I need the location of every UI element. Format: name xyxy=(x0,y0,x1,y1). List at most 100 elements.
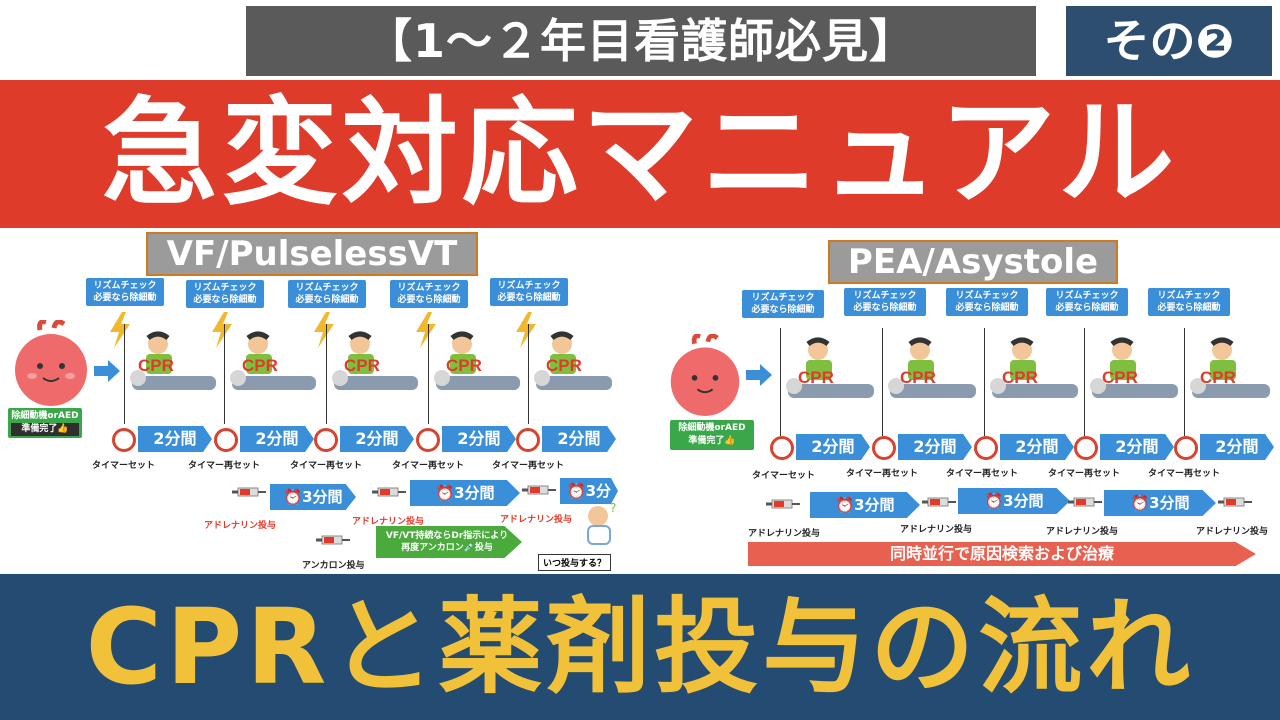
alarm-clock-icon xyxy=(872,436,896,460)
syringe-icon xyxy=(232,487,266,497)
alarm-clock-icon xyxy=(770,436,794,460)
timer-reset-label: タイマー再セット xyxy=(846,469,919,479)
arrow-right-icon xyxy=(746,364,772,386)
timer-reset-label: タイマー再セット xyxy=(392,461,465,471)
syringe-icon xyxy=(316,535,350,545)
adrenaline-label: アドレナリン投与 xyxy=(1196,527,1269,537)
cpr-label: CPR xyxy=(1102,368,1138,387)
aed-ready-line2: 準備完了👍 xyxy=(11,423,79,436)
timer-2min-arrow: 2分間 xyxy=(138,426,212,452)
rhythm-check-1: リズムチェック必要なら除細動 xyxy=(742,290,824,318)
cpr-label: CPR xyxy=(1200,368,1236,387)
timer-2min-arrow: 2分間 xyxy=(340,426,414,452)
cpr-person-icon xyxy=(332,331,418,390)
timer-2min-arrow: 2分間 xyxy=(898,434,972,460)
cpr-label: CPR xyxy=(1002,368,1038,387)
cpr-person-icon xyxy=(230,331,316,390)
lightning-icon xyxy=(314,312,334,348)
timer-reset-label: タイマー再セット xyxy=(1148,469,1221,479)
heart-icon xyxy=(670,334,740,416)
divider xyxy=(780,328,781,436)
timer-3min-arrow: ⏰3分間 xyxy=(810,492,920,518)
aed-ready-box: 除細動機orAED 準備完了👍 xyxy=(8,408,82,438)
adrenaline-label: アドレナリン投与 xyxy=(748,529,821,539)
adrenaline-label: アドレナリン投与 xyxy=(1046,527,1119,537)
alarm-clock-icon: ⏰ xyxy=(283,488,303,506)
syringe-icon xyxy=(1218,497,1252,507)
alarm-clock-icon xyxy=(416,428,440,452)
timer-2min-arrow: 2分間 xyxy=(240,426,314,452)
rhythm-check-5: リズムチェック必要なら除細動 xyxy=(1148,288,1230,316)
bottom-title: CPRと薬剤投与の流れ xyxy=(0,574,1280,720)
cpr-person-icon xyxy=(434,331,520,390)
divider xyxy=(224,324,225,424)
aed-ready-line2: 準備完了👍 xyxy=(688,436,736,446)
question-bubble: いつ投与する？ xyxy=(538,554,612,571)
lightning-icon xyxy=(416,312,436,348)
section-label-pea: PEA/Asystole xyxy=(828,240,1118,284)
cpr-person-icon xyxy=(1190,337,1270,398)
timer-3min-arrow: ⏰3分間 xyxy=(270,484,356,510)
alarm-clock-icon: ⏰ xyxy=(984,492,1004,510)
rhythm-check-3: リズムチェック必要なら除細動 xyxy=(946,288,1028,316)
alarm-clock-icon xyxy=(214,428,238,452)
lightning-icon xyxy=(110,312,130,348)
divider xyxy=(1184,328,1185,436)
syringe-icon xyxy=(766,499,800,509)
rhythm-check-2: リズムチェック必要なら除細動 xyxy=(186,280,264,308)
rhythm-check-5: リズムチェック必要なら除細動 xyxy=(490,278,568,306)
cpr-label: CPR xyxy=(242,356,278,375)
flow-diagram: VF/PulselessVT 除細動機orAED 準備完了👍 リズムチェック必要… xyxy=(0,228,1280,574)
cpr-person-icon xyxy=(130,331,216,390)
timer-3min-arrow: ⏰3分間 xyxy=(410,480,520,506)
timer-2min-arrow: 2分間 xyxy=(1200,434,1274,460)
divider xyxy=(428,324,429,424)
rhythm-check-3: リズムチェック必要なら除細動 xyxy=(288,280,366,308)
vfvt-note-line1: VF/VT持続ならDr指示により xyxy=(385,531,509,541)
timer-reset-label: タイマー再セット xyxy=(188,461,261,471)
nurse-thinking-icon: ? xyxy=(587,502,616,545)
timer-2min-arrow: 2分間 xyxy=(796,434,870,460)
divider xyxy=(882,328,883,436)
rhythm-check-4: リズムチェック必要なら除細動 xyxy=(390,280,468,308)
adrenaline-label: アドレナリン投与 xyxy=(352,517,425,527)
adrenaline-label: アドレナリン投与 xyxy=(900,525,973,535)
amiodarone-label: アンカロン投与 xyxy=(302,561,365,571)
lightning-icon xyxy=(212,312,232,348)
svg-text:?: ? xyxy=(610,502,616,515)
lightning-icon xyxy=(516,312,536,348)
divider xyxy=(124,324,125,424)
cpr-label: CPR xyxy=(446,356,482,375)
timer-3min-arrow: ⏰3分間 xyxy=(958,488,1070,514)
aed-ready-line1: 除細動機orAED xyxy=(11,411,79,421)
syringe-icon xyxy=(522,485,556,495)
alarm-clock-icon xyxy=(516,428,540,452)
timer-reset-label: タイマー再セット xyxy=(492,461,565,471)
alarm-clock-icon xyxy=(314,428,338,452)
cpr-label: CPR xyxy=(900,368,936,387)
timer-reset-label: タイマー再セット xyxy=(290,461,363,471)
cpr-person-icon xyxy=(534,331,612,390)
timer-3min-arrow: ⏰3分 xyxy=(560,478,618,504)
cpr-label: CPR xyxy=(344,356,380,375)
divider xyxy=(528,324,529,424)
alarm-clock-icon xyxy=(974,436,998,460)
syringe-icon xyxy=(922,497,956,507)
rhythm-check-2: リズムチェック必要なら除細動 xyxy=(844,288,926,316)
vfvt-note-line2: 再度アンカロン💉投与 xyxy=(401,543,493,553)
rhythm-check-1: リズムチェック必要なら除細動 xyxy=(86,278,164,306)
cpr-label: CPR xyxy=(138,356,174,375)
vfvt-note-arrow: VF/VT持続ならDr指示により 再度アンカロン💉投与 xyxy=(376,526,522,558)
timer-reset-label: タイマー再セット xyxy=(946,469,1019,479)
timer-2min-arrow: 2分間 xyxy=(542,426,616,452)
divider xyxy=(1084,328,1085,436)
timer-set-label: タイマーセット xyxy=(92,461,156,471)
syringe-icon xyxy=(372,487,406,497)
header-tag: 【1～２年目看護師必見】 xyxy=(246,6,1036,76)
section-label-vf: VF/PulselessVT xyxy=(146,232,478,276)
cpr-label: CPR xyxy=(546,356,582,375)
rhythm-check-4: リズムチェック必要なら除細動 xyxy=(1046,288,1128,316)
adrenaline-label: アドレナリン投与 xyxy=(204,521,277,531)
cpr-label: CPR xyxy=(798,368,834,387)
alarm-clock-icon: ⏰ xyxy=(566,482,586,500)
